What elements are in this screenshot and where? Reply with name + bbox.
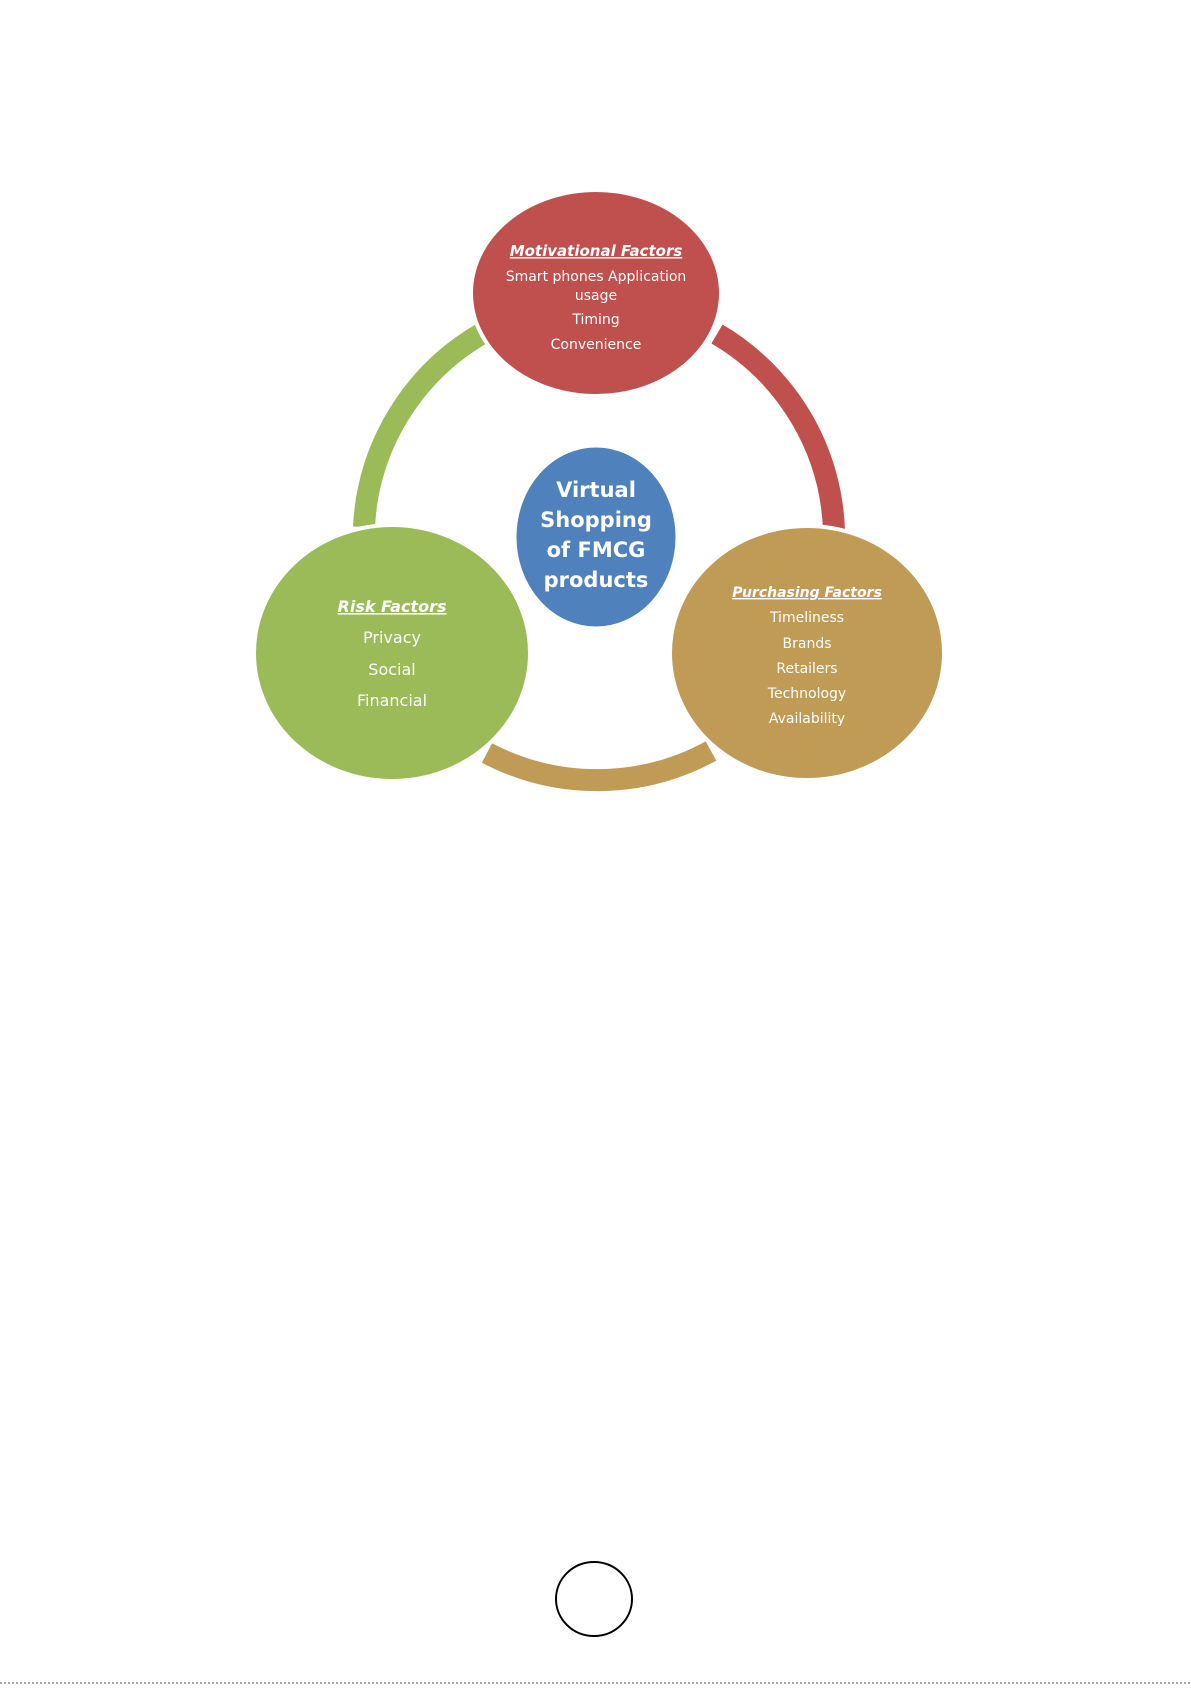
- node-motivational-item: usage: [575, 288, 617, 304]
- node-purchasing-circle: [670, 526, 944, 780]
- center-node-label: Virtual: [556, 478, 636, 502]
- center-node: Virtual Shopping of FMCG products: [515, 446, 677, 628]
- node-motivational: Motivational Factors Smart phones Applic…: [471, 190, 721, 396]
- node-purchasing-title: Purchasing Factors: [732, 585, 882, 601]
- arc-motivational-to-purchasing: [717, 334, 834, 531]
- node-purchasing-item: Timeliness: [769, 610, 844, 626]
- center-node-label: of FMCG: [547, 538, 646, 562]
- node-risk: Risk Factors Privacy Social Financial: [254, 525, 530, 781]
- node-risk-item: Social: [368, 660, 415, 679]
- center-node-label: products: [544, 568, 649, 592]
- center-node-label: Shopping: [540, 508, 652, 532]
- center-node-circle: [515, 446, 677, 628]
- node-motivational-title: Motivational Factors: [510, 242, 683, 260]
- node-motivational-item: Convenience: [551, 337, 642, 353]
- node-risk-title: Risk Factors: [338, 597, 447, 616]
- node-motivational-item: Smart phones Application: [506, 269, 687, 285]
- node-purchasing-item: Retailers: [776, 661, 837, 677]
- node-purchasing-item: Technology: [767, 686, 846, 702]
- page-number: [556, 1562, 632, 1636]
- page-number-circle: [556, 1562, 632, 1636]
- node-motivational-item: Timing: [571, 312, 619, 328]
- node-risk-circle: [254, 525, 530, 781]
- node-purchasing-item: Brands: [783, 636, 832, 652]
- node-purchasing-item: Availability: [769, 711, 845, 727]
- arc-purchasing-to-risk: [487, 751, 711, 780]
- node-risk-item: Privacy: [363, 628, 421, 647]
- node-purchasing: Purchasing Factors Timeliness Brands Ret…: [670, 526, 944, 780]
- node-risk-item: Financial: [357, 691, 427, 710]
- arc-risk-to-motivational: [364, 334, 481, 527]
